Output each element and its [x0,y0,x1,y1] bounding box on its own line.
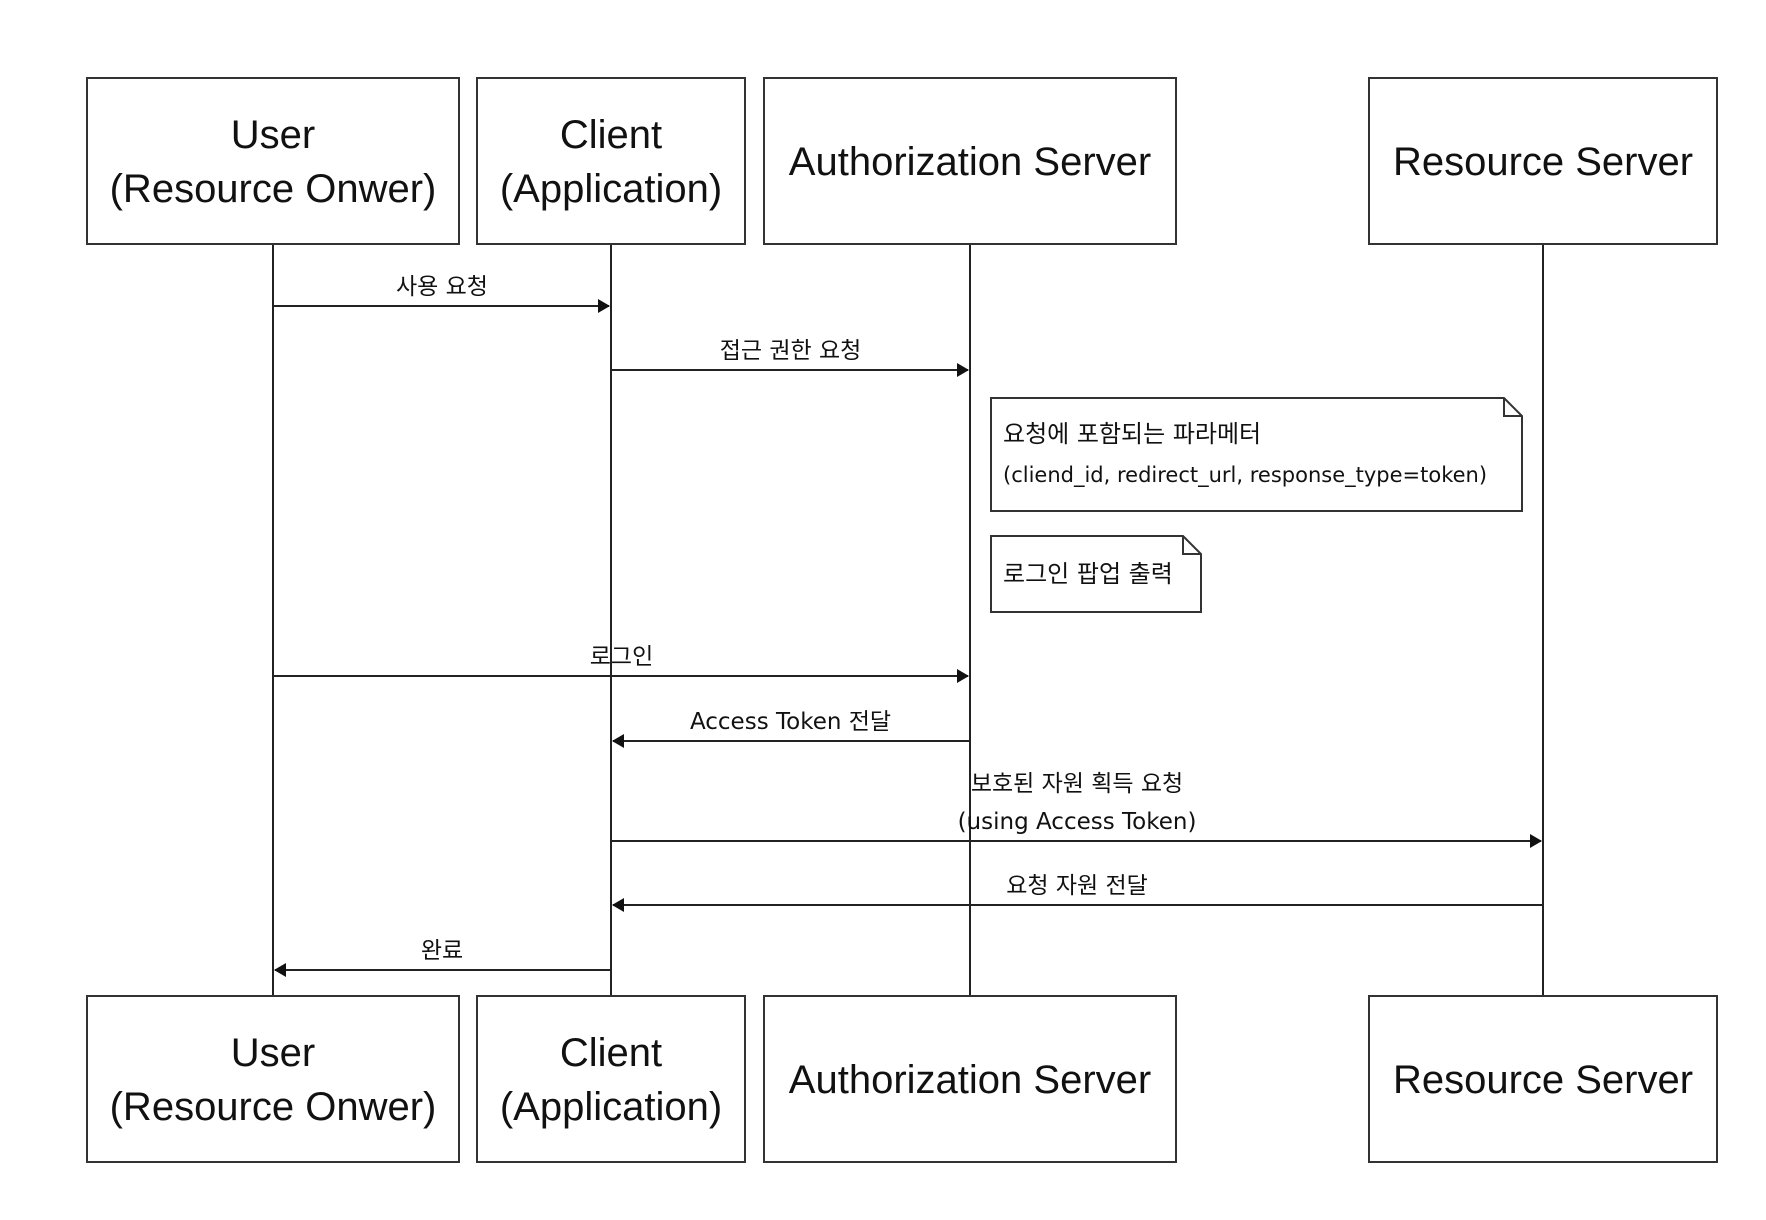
participant-label: Resource Server [1393,140,1693,184]
participant-boxes: User (Resource Onwer) Client (Application) A… [86,77,1718,1163]
participant-top-resource: Resource Server [1368,77,1718,245]
message-label: 요청 자원 전달 [1006,873,1148,899]
message-7: 완료 [274,938,611,977]
message-1: 사용 요청 [273,274,610,313]
participant-top-auth: Authorization Server [763,77,1177,245]
participant-box [763,77,1177,245]
message-4: Access Token 전달 [612,709,970,748]
message-label: 사용 요청 [396,274,488,300]
participant-bottom-resource: Resource Server [1368,995,1718,1163]
message-label: 완료 [421,938,463,964]
notes: 요청에 포함되는 파라메터 (cliend_id, redirect_url, r… [990,397,1523,613]
note-label: 로그인 팝업 출력 [1003,560,1173,588]
participant-box [476,995,746,1163]
message-5: 보호된 자원 획득 요청 (using Access Token) [611,771,1542,848]
message-label: 접근 권한 요청 [720,338,862,364]
message-3: 로그인 [273,644,969,683]
message-label: 로그인 [590,644,653,670]
participant-box [1368,77,1718,245]
participant-box [1368,995,1718,1163]
participant-bottom-client: Client (Application) [476,995,746,1163]
participant-label: Client [560,113,662,157]
note-box [990,535,1202,613]
participant-bottom-user: User (Resource Onwer) [86,995,460,1163]
lifelines [272,244,1544,996]
message-6: 요청 자원 전달 [612,873,1543,912]
message-label: 보호된 자원 획득 요청 [971,771,1183,797]
note-2: 로그인 팝업 출력 [990,535,1202,613]
note-1: 요청에 포함되는 파라메터 (cliend_id, redirect_url, r… [990,397,1523,512]
participant-label: (Application) [500,1085,722,1129]
participant-box [763,995,1177,1163]
participant-label: Resource Server [1393,1058,1693,1102]
participant-box [476,77,746,245]
message-2: 접근 권한 요청 [611,338,969,377]
participant-label: Client [560,1031,662,1075]
participant-label: Authorization Server [789,140,1151,184]
participant-label: (Resource Onwer) [110,1085,437,1129]
participant-bottom-auth: Authorization Server [763,995,1177,1163]
participant-top-user: User (Resource Onwer) [86,77,460,245]
participant-top-client: Client (Application) [476,77,746,245]
participant-label: (Resource Onwer) [110,167,437,211]
note-fold [1182,536,1201,555]
message-label: Access Token 전달 [690,709,891,735]
note-label: 요청에 포함되는 파라메터 [1003,420,1261,448]
participant-label: Authorization Server [789,1058,1151,1102]
participant-label: User [231,1031,315,1075]
participant-label: (Application) [500,167,722,211]
participant-label: User [231,113,315,157]
participant-box [86,995,460,1163]
note-fold [1503,398,1522,417]
note-label: (cliend_id, redirect_url, response_type=… [1003,463,1487,488]
message-label: (using Access Token) [958,809,1197,835]
participant-box [86,77,460,245]
note-box [990,397,1523,512]
